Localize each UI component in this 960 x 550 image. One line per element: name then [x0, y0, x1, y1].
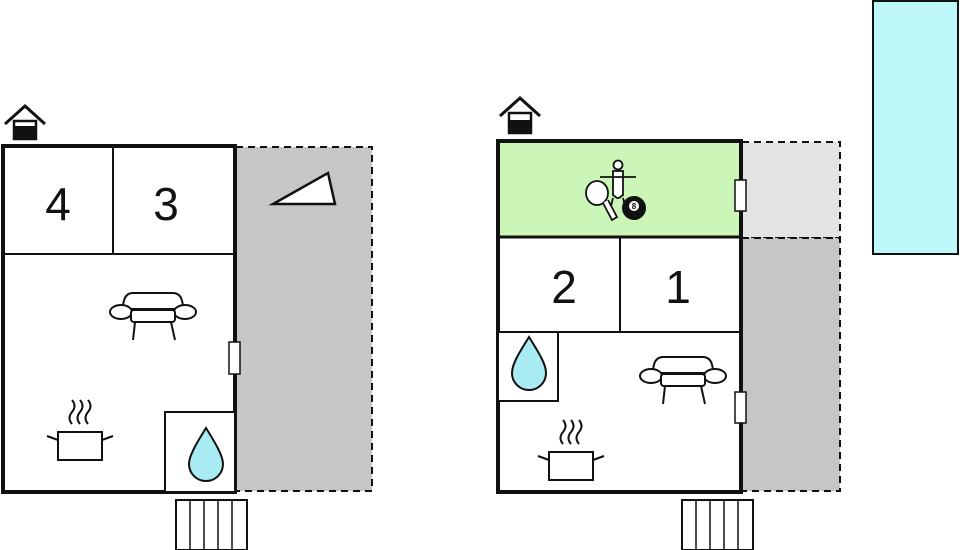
cooking-pot-icon — [537, 419, 605, 481]
billiard-ball-number: 8 — [632, 202, 637, 211]
door-right-upper — [734, 179, 747, 212]
room-number-4: 4 — [45, 178, 71, 230]
triangle-sign-icon — [268, 171, 337, 206]
room-number-3: 3 — [153, 178, 179, 230]
floor-plan-right: 2 1 8 — [496, 95, 841, 550]
entrance-steps-left — [175, 499, 248, 550]
house-entrance-icon — [3, 103, 47, 141]
billiard-ball-icon: 8 — [622, 196, 646, 220]
room-number-1: 1 — [665, 261, 691, 313]
swimming-pool — [872, 0, 959, 255]
floor-plan-left: 4 3 — [1, 103, 373, 550]
entrance-steps-right — [681, 499, 754, 550]
table-foosball-icon — [600, 159, 636, 207]
room-number-2: 2 — [551, 261, 577, 313]
cooking-pot-icon — [46, 399, 114, 461]
table-tennis-icon — [585, 180, 619, 222]
water-drop-icon — [510, 335, 548, 391]
terrace-right-lower — [741, 237, 841, 492]
terrace-right-upper — [741, 141, 841, 239]
house-entrance-icon — [498, 95, 542, 135]
door-right-lower — [734, 391, 747, 424]
sofa-icon — [639, 356, 727, 405]
door-left — [228, 341, 241, 375]
sofa-icon — [109, 292, 197, 341]
water-drop-icon — [187, 426, 225, 482]
